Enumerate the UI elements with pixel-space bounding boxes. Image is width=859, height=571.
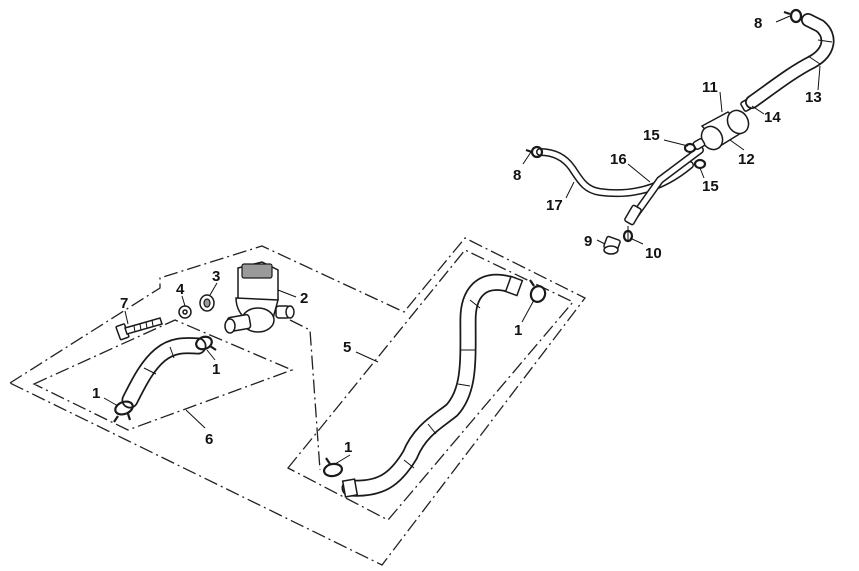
callout-9: 9	[584, 233, 592, 250]
washer-icon	[178, 305, 192, 319]
hose-clamp-icon	[322, 457, 344, 478]
bolt-icon	[115, 317, 163, 341]
callout-4: 4	[176, 281, 185, 298]
hose-clamp-icon	[195, 335, 217, 351]
callout-13: 13	[805, 89, 822, 106]
hose-clamp-icon	[622, 226, 634, 243]
hose-clamp-icon	[529, 279, 547, 303]
callout-labels: 1 1 1 1 2 3 4 5 6 7 8 8 9 10 11 12 13 14…	[92, 15, 822, 456]
callout-leaders	[103, 15, 821, 465]
callout-8: 8	[754, 15, 762, 32]
callout-10: 10	[645, 245, 662, 262]
callout-17: 17	[546, 197, 563, 214]
callout-15: 15	[702, 178, 719, 195]
callout-14: 14	[764, 109, 781, 126]
callout-1: 1	[212, 361, 220, 378]
tube-16	[624, 146, 704, 226]
callout-11: 11	[702, 79, 718, 96]
filter-icon	[692, 109, 750, 151]
group-6-outline	[32, 319, 294, 431]
callout-16: 16	[610, 151, 627, 168]
assembly-outline	[8, 237, 586, 566]
collar-icon	[199, 294, 215, 312]
group-5-outline	[286, 249, 575, 521]
hose-clamp-icon	[783, 8, 803, 24]
callout-3: 3	[212, 268, 220, 285]
callout-6: 6	[205, 431, 213, 448]
hose-clamp-icon	[113, 400, 134, 423]
callout-12: 12	[738, 151, 755, 168]
callout-1: 1	[344, 439, 352, 456]
valve-icon	[224, 261, 295, 334]
callout-1: 1	[514, 322, 522, 339]
callout-8: 8	[513, 167, 521, 184]
hose-6	[121, 337, 207, 409]
hose-5	[341, 273, 524, 498]
callout-15: 15	[643, 127, 660, 144]
callout-2: 2	[300, 290, 308, 307]
callout-5: 5	[343, 339, 351, 356]
hose-13	[745, 13, 835, 109]
cap-9	[603, 235, 621, 255]
callout-7: 7	[120, 295, 128, 312]
callout-1: 1	[92, 385, 100, 402]
hose-clamp-icon	[525, 145, 544, 159]
valve-link-line	[289, 319, 321, 471]
